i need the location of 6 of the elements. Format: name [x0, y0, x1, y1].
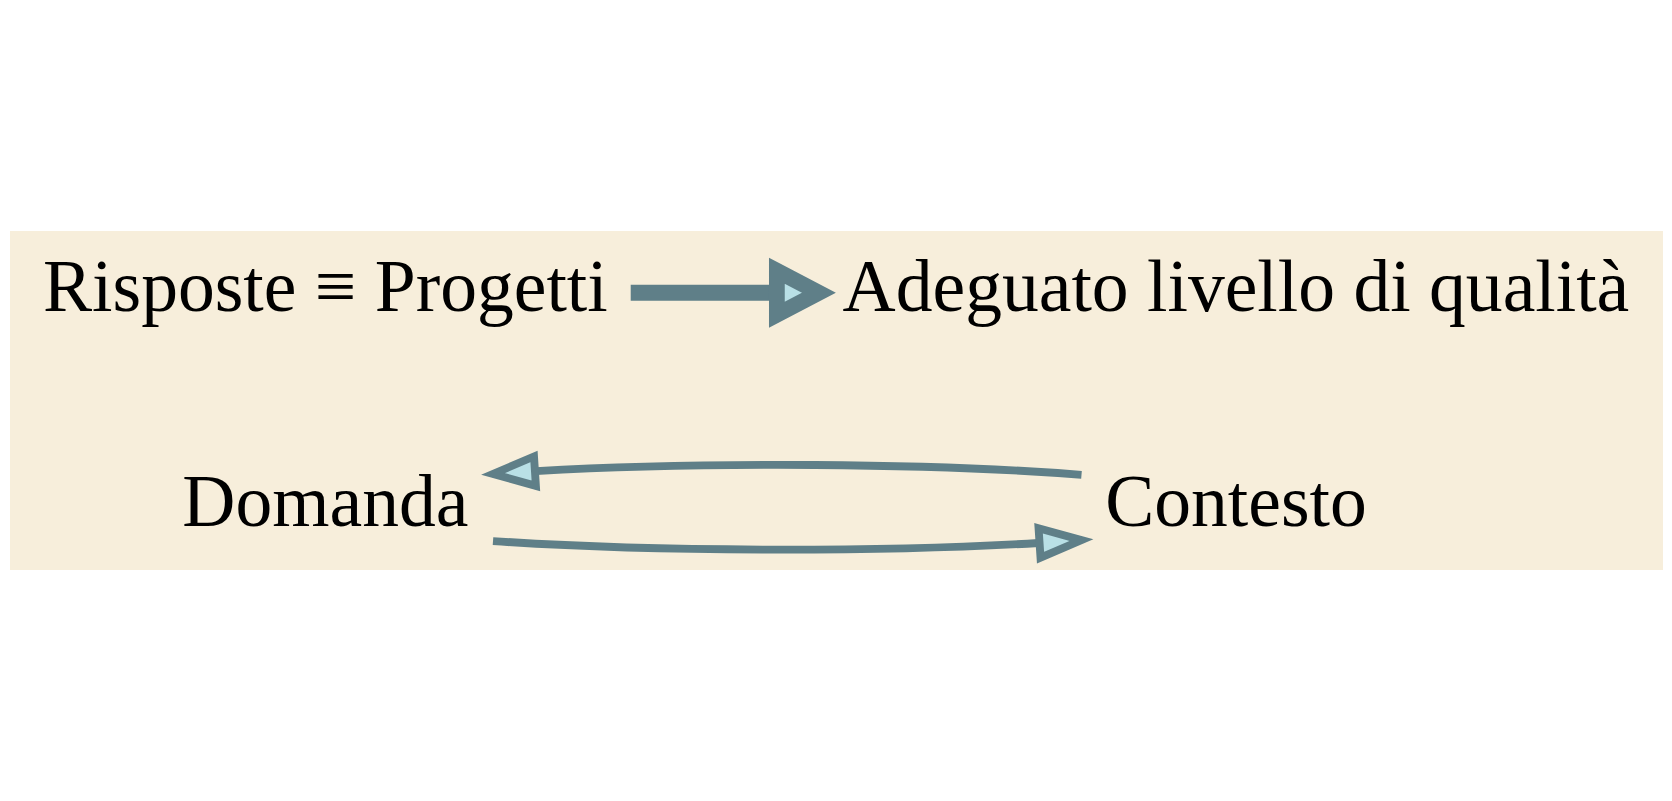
- arrow: [630, 257, 836, 328]
- arrow: [480, 450, 1082, 492]
- node-text: Risposte ≡ Progetti: [42, 244, 608, 327]
- node-text: Domanda: [181, 460, 468, 543]
- node-text: Adeguato livello di qualità: [842, 244, 1629, 327]
- node-text: Contesto: [1104, 460, 1367, 543]
